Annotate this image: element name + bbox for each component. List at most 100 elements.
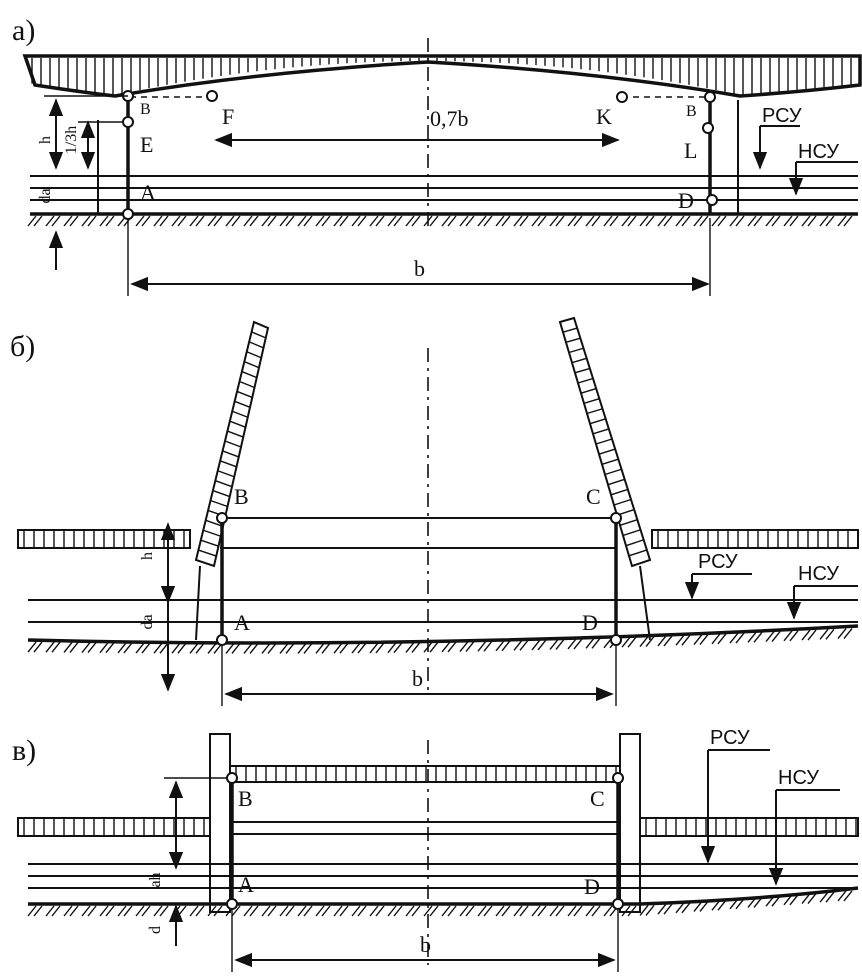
hatch-stroke xyxy=(729,898,739,910)
hatch-stroke xyxy=(843,628,853,639)
hatch-stroke xyxy=(645,904,655,916)
panel-a-dim-h-label: h xyxy=(37,136,54,144)
hatch-stroke xyxy=(200,539,219,547)
hatch-stroke xyxy=(333,215,343,227)
panel-c-label: в) xyxy=(12,734,36,767)
panel-b-node-a xyxy=(216,634,228,646)
hatch-stroke xyxy=(771,631,781,643)
panel-b-label-d: D xyxy=(582,610,598,635)
panel-b-deck-hatch xyxy=(23,531,849,547)
hatch-stroke xyxy=(297,642,307,654)
hatch-stroke xyxy=(717,899,727,911)
hatch-stroke xyxy=(711,899,721,911)
hatch-stroke xyxy=(27,641,37,653)
hatch-stroke xyxy=(249,905,259,917)
hatch-stroke xyxy=(711,215,721,227)
hatch-stroke xyxy=(411,215,421,227)
panel-a-node-f xyxy=(206,90,218,102)
hatch-stroke xyxy=(501,640,511,652)
panel-c-dim-base-label: b xyxy=(420,932,431,957)
hatch-stroke xyxy=(483,640,493,652)
panel-a-rsu-label: РСУ xyxy=(762,105,802,127)
hatch-stroke xyxy=(375,905,385,917)
hatch-stroke xyxy=(315,215,325,227)
hatch-stroke xyxy=(236,390,253,399)
hatch-stroke xyxy=(333,642,343,654)
hatch-stroke xyxy=(729,215,739,227)
panel-a-dim-da-label: da xyxy=(37,188,54,203)
hatch-stroke xyxy=(531,905,541,917)
hatch-stroke xyxy=(577,377,594,384)
hatch-stroke xyxy=(789,630,799,642)
hatch-stroke xyxy=(459,215,469,227)
hatch-stroke xyxy=(429,215,439,227)
hatch-stroke xyxy=(321,905,331,917)
hatch-stroke xyxy=(565,337,581,344)
hatch-stroke xyxy=(315,642,325,654)
hatch-stroke xyxy=(375,215,385,227)
hatch-stroke xyxy=(159,905,169,917)
hatch-stroke xyxy=(159,642,169,654)
hatch-stroke xyxy=(267,643,277,654)
panel-b-label: б) xyxy=(10,330,35,363)
hatch-stroke xyxy=(141,905,151,917)
panel-b-left-brace xyxy=(195,565,201,641)
hatch-stroke xyxy=(495,215,505,227)
hatch-stroke xyxy=(27,215,37,227)
hatch-stroke xyxy=(459,641,469,652)
hatch-stroke xyxy=(513,639,523,651)
hatch-stroke xyxy=(153,215,163,227)
hatch-stroke xyxy=(825,628,835,640)
panel-c-left-deck xyxy=(17,817,211,837)
hatch-stroke xyxy=(567,215,577,227)
hatch-stroke xyxy=(627,215,637,227)
hatch-stroke xyxy=(735,632,745,644)
hatch-stroke xyxy=(837,628,847,639)
hatch-stroke xyxy=(699,634,709,645)
hatch-stroke xyxy=(613,498,632,506)
panel-b-left-deck xyxy=(17,529,191,549)
hatch-stroke xyxy=(441,641,451,653)
panel-a-dim-span-label: 0,7b xyxy=(430,106,469,131)
hatch-stroke xyxy=(393,215,403,227)
hatch-stroke xyxy=(801,629,811,641)
hatch-stroke xyxy=(405,215,415,227)
panel-b-node-d xyxy=(610,634,622,646)
hatch-stroke xyxy=(246,351,262,359)
hatch-stroke xyxy=(477,905,487,917)
hatch-stroke xyxy=(225,215,235,227)
hatch-stroke xyxy=(375,642,385,654)
hatch-stroke xyxy=(81,642,91,654)
hatch-stroke xyxy=(571,357,587,364)
hatch-stroke xyxy=(447,215,457,227)
hatch-stroke xyxy=(33,641,43,653)
hatch-stroke xyxy=(549,638,559,650)
hatch-stroke xyxy=(825,215,835,227)
hatch-stroke xyxy=(622,529,641,537)
panel-a-label-e: E xyxy=(140,132,153,157)
panel-c-label-b: B xyxy=(238,786,253,811)
hatch-stroke xyxy=(789,215,799,227)
hatch-stroke xyxy=(231,905,241,917)
hatch-stroke xyxy=(303,905,313,917)
panel-b-label-c: C xyxy=(586,484,601,509)
hatch-stroke xyxy=(63,641,73,653)
hatch-stroke xyxy=(573,215,583,227)
hatch-stroke xyxy=(251,331,267,339)
hatch-stroke xyxy=(765,215,775,227)
hatch-stroke xyxy=(285,905,295,917)
hatch-stroke xyxy=(241,370,258,379)
panel-b-label-a: A xyxy=(234,610,250,635)
hatch-stroke xyxy=(33,905,43,917)
hatch-stroke xyxy=(675,215,685,227)
hatch-stroke xyxy=(369,642,379,654)
hatch-stroke xyxy=(217,470,235,478)
panel-c-left-tower xyxy=(209,733,231,913)
hatch-stroke xyxy=(321,215,331,227)
hatch-stroke xyxy=(639,215,649,227)
hatch-stroke xyxy=(645,636,655,647)
hatch-stroke xyxy=(559,317,575,323)
hatch-stroke xyxy=(663,215,673,227)
panel-a-node-k xyxy=(616,91,628,103)
